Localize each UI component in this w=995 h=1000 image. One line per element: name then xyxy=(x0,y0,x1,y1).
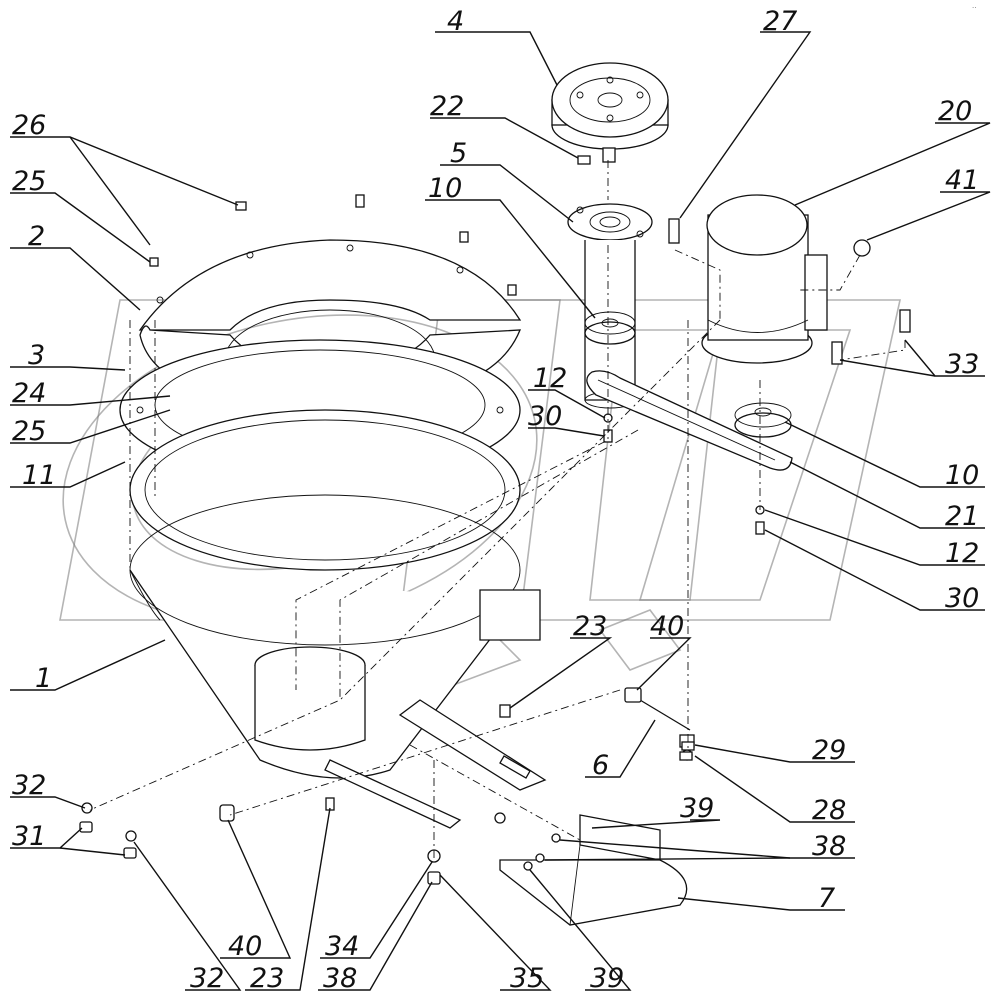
wingnut-top xyxy=(355,194,365,208)
pulley-motor xyxy=(734,402,792,438)
callout-22: 22 xyxy=(430,91,464,122)
callout-11: 11 xyxy=(22,460,56,491)
callout-39-bottom: 39 xyxy=(590,963,624,994)
assembly-axes xyxy=(89,160,906,860)
callout-12-top: 12 xyxy=(533,363,567,394)
bearing-housing xyxy=(567,203,653,409)
bolt-22 xyxy=(577,155,591,165)
callout-2: 2 xyxy=(28,221,45,252)
callout-12-right: 12 xyxy=(945,538,979,569)
callout-28: 28 xyxy=(812,795,846,826)
parts-drawing xyxy=(79,62,911,926)
wingnut-mid xyxy=(459,231,469,243)
ring-11 xyxy=(129,409,521,571)
callout-41: 41 xyxy=(945,165,979,196)
callout-21: 21 xyxy=(945,501,979,532)
washer-39a xyxy=(494,812,506,824)
callout-39-top: 39 xyxy=(680,793,714,824)
callout-25-mid: 25 xyxy=(12,416,46,447)
pulley-top xyxy=(551,62,669,163)
callout-24: 24 xyxy=(12,378,46,409)
washer-32b xyxy=(125,830,137,842)
ball-41 xyxy=(853,239,871,257)
bolt-33b xyxy=(831,341,843,365)
callout-31: 31 xyxy=(12,821,46,852)
washer-39c xyxy=(523,861,533,871)
callout-labels: 4 27 22 20 26 5 41 25 10 2 33 3 12 24 30… xyxy=(12,6,979,994)
callout-4: 4 xyxy=(447,6,464,37)
callout-30-right: 30 xyxy=(945,583,979,614)
callout-29: 29 xyxy=(812,735,846,766)
drive-belt xyxy=(586,370,793,471)
callout-40-bottom: 40 xyxy=(228,931,262,962)
callout-6: 6 xyxy=(592,750,609,781)
nut-38b xyxy=(427,871,441,885)
callout-23-bottom: 23 xyxy=(250,963,284,994)
nut-31a xyxy=(79,821,93,833)
bolt-33a xyxy=(899,309,911,333)
callout-7: 7 xyxy=(818,883,835,914)
callout-32-bottom: 32 xyxy=(190,963,224,994)
nut-40b xyxy=(219,804,235,822)
nut-25-top xyxy=(149,257,159,267)
bolt-23a xyxy=(499,704,511,718)
bolt-30b xyxy=(755,521,765,535)
wingnut-right xyxy=(507,284,517,296)
callout-10-top: 10 xyxy=(428,173,462,204)
callout-20: 20 xyxy=(938,96,972,127)
callout-38-right: 38 xyxy=(812,831,846,862)
nut-32a xyxy=(81,802,93,814)
callout-33: 33 xyxy=(945,349,979,380)
nut-26-top xyxy=(235,201,247,211)
callout-25-top: 25 xyxy=(12,166,46,197)
nut-28 xyxy=(679,751,693,761)
callout-40-top: 40 xyxy=(650,611,684,642)
callout-34: 34 xyxy=(325,931,359,962)
callout-26: 26 xyxy=(12,110,46,141)
leader-lines xyxy=(10,31,991,991)
callout-5: 5 xyxy=(450,138,467,169)
callout-1: 1 xyxy=(35,663,52,694)
callout-3: 3 xyxy=(28,340,45,371)
callout-10-motor: 10 xyxy=(945,460,979,491)
callout-38-bottom: 38 xyxy=(323,963,357,994)
support-frame xyxy=(324,699,547,829)
callout-27: 27 xyxy=(763,6,797,37)
callout-35: 35 xyxy=(510,963,544,994)
corner-mark: ·· xyxy=(972,4,976,12)
nut-31b xyxy=(123,847,137,859)
pulley-shaft xyxy=(584,311,636,345)
callout-30-top: 30 xyxy=(528,401,562,432)
callout-32-left: 32 xyxy=(12,770,46,801)
bolt-27 xyxy=(668,218,680,244)
electric-motor xyxy=(701,194,828,364)
callout-23-top: 23 xyxy=(573,611,607,642)
washer-39b xyxy=(535,853,545,863)
washer-38a xyxy=(551,833,561,843)
